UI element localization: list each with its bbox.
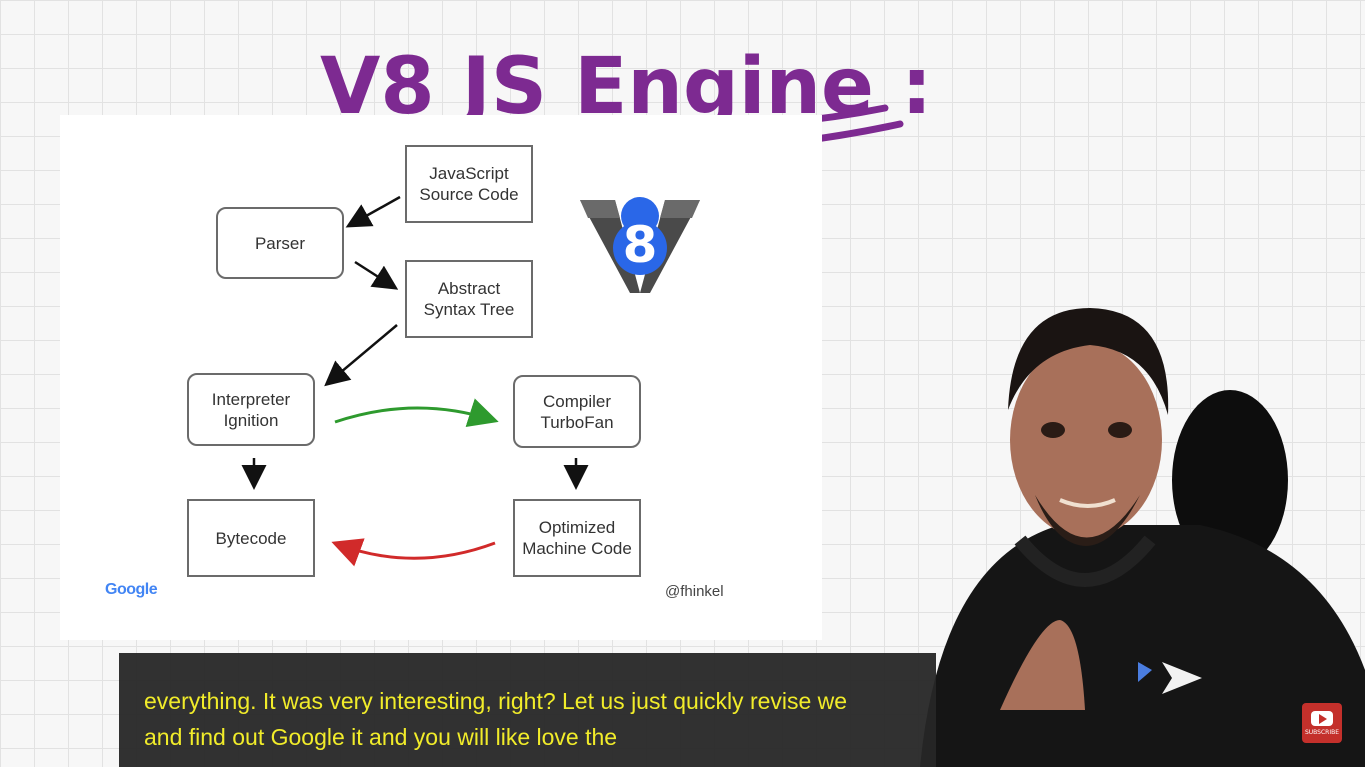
node-parser-label: Parser: [254, 233, 306, 253]
node-ast: Abstract Syntax Tree: [405, 260, 533, 338]
v8-logo-lower-loop: [613, 221, 667, 275]
subscribe-button[interactable]: SUBSCRIBE: [1302, 703, 1342, 743]
caption-line-2: and find out Google it and you will like…: [144, 724, 618, 750]
arrow-machine-to-bytecode: [331, 538, 496, 567]
presenter-face: [1010, 342, 1162, 538]
node-machine-code: Optimized Machine Code: [513, 499, 641, 577]
presenter-eye-right: [1108, 422, 1132, 438]
presenter-hands: [1000, 620, 1085, 710]
node-source-code: JavaScript Source Code: [405, 145, 533, 223]
slide-author: @fhinkel: [665, 583, 724, 600]
node-bytecode-label: Bytecode: [215, 528, 287, 548]
google-logo-text: Google: [105, 581, 158, 598]
presenter-eye-left: [1041, 422, 1065, 438]
node-parser: Parser: [216, 207, 344, 279]
node-interpreter-label: Interpreter Ignition: [211, 389, 291, 430]
presenter-beard: [1035, 495, 1140, 546]
node-machine-code-label: Optimized Machine Code: [522, 518, 632, 558]
v8-pipeline-slide: JavaScript Source Code Parser Abstract S…: [60, 115, 822, 640]
v8-logo-chevron: [580, 200, 700, 293]
hoodie-logo-right: [1162, 662, 1202, 694]
subscribe-label: SUBSCRIBE: [1304, 728, 1340, 736]
arrow-ast-to-interpreter: [324, 324, 398, 387]
v8-logo-wing-left: [580, 200, 620, 218]
node-source-code-label: JavaScript Source Code: [419, 164, 519, 204]
pipeline-arrows: [241, 195, 589, 567]
node-bytecode: Bytecode: [187, 499, 315, 577]
google-logo: Google: [105, 581, 158, 599]
hoodie-collar: [1014, 535, 1156, 587]
v8-logo-text: 8: [623, 216, 658, 274]
v8-logo: 8: [580, 197, 700, 293]
presenter-smile: [1059, 498, 1116, 508]
chair-back: [1172, 390, 1288, 570]
node-compiler-label: Compiler TurboFan: [540, 391, 614, 432]
node-ast-label: Abstract Syntax Tree: [423, 279, 515, 319]
arrow-parser-to-ast: [354, 260, 399, 290]
arrow-interpreter-to-compiler: [334, 398, 499, 427]
hoodie-logo-left: [1138, 662, 1152, 682]
presenter-hair: [1008, 308, 1169, 415]
youtube-play-icon: [1311, 710, 1333, 726]
hoodie: [920, 525, 1365, 767]
v8-logo-wing-right: [660, 200, 700, 218]
node-interpreter: Interpreter Ignition: [187, 373, 315, 446]
caption-line-1: everything. It was very interesting, rig…: [144, 688, 848, 714]
presenter-video: [920, 308, 1365, 767]
arrow-source-to-parser: [345, 195, 401, 228]
node-compiler: Compiler TurboFan: [513, 375, 641, 448]
closed-captions: everything. It was very interesting, rig…: [119, 653, 936, 767]
